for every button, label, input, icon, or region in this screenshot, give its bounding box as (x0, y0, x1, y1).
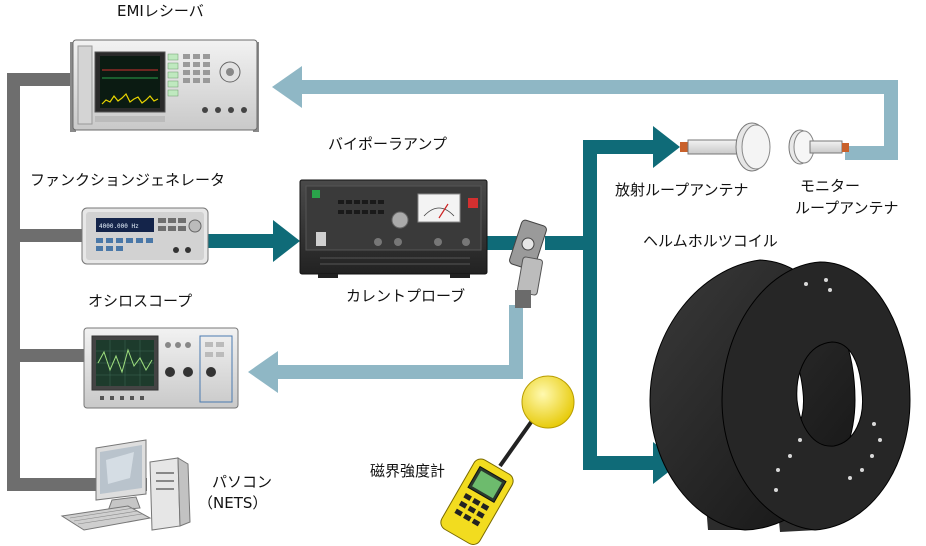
function-generator: 4000.000 Hz (81, 207, 209, 265)
label-pc: パソコン (212, 473, 272, 491)
label-pc-nets: （NETS） (198, 494, 267, 512)
current-probe (509, 219, 547, 308)
control-bus (7, 73, 147, 491)
label-monitor-loop: ループアンテナ (795, 199, 899, 217)
label-magnetometer: 磁界強度計 (370, 462, 445, 480)
return-path-scope (248, 305, 523, 393)
label-emi-receiver: EMIレシーバ (117, 2, 204, 20)
label-monitor: モニター (800, 177, 860, 195)
helmholtz-coil (649, 259, 911, 532)
emi-receiver (70, 39, 259, 132)
feed-path-fg-to-amp (207, 220, 300, 262)
label-current-probe: カレントプローブ (346, 287, 465, 305)
label-radiating-loop: 放射ループアンテナ (615, 181, 749, 199)
label-oscilloscope: オシロスコープ (88, 292, 192, 310)
return-path-emi (272, 66, 898, 160)
label-function-generator: ファンクションジェネレータ (30, 171, 225, 189)
fg-display (96, 218, 154, 232)
monitor-loop-antenna (788, 129, 849, 165)
bipolar-amplifier (299, 179, 488, 278)
magnetometer (440, 375, 575, 545)
personal-computer (60, 439, 191, 531)
label-helmholtz-coil: ヘルムホルツコイル (643, 232, 778, 250)
radiating-loop-antenna (680, 122, 771, 172)
oscilloscope (83, 327, 239, 409)
emi-spectrum-screen (100, 56, 160, 108)
label-bipolar-amp: バイポーラアンプ (328, 135, 447, 153)
fg-readout: 4000.000 Hz (99, 223, 139, 230)
